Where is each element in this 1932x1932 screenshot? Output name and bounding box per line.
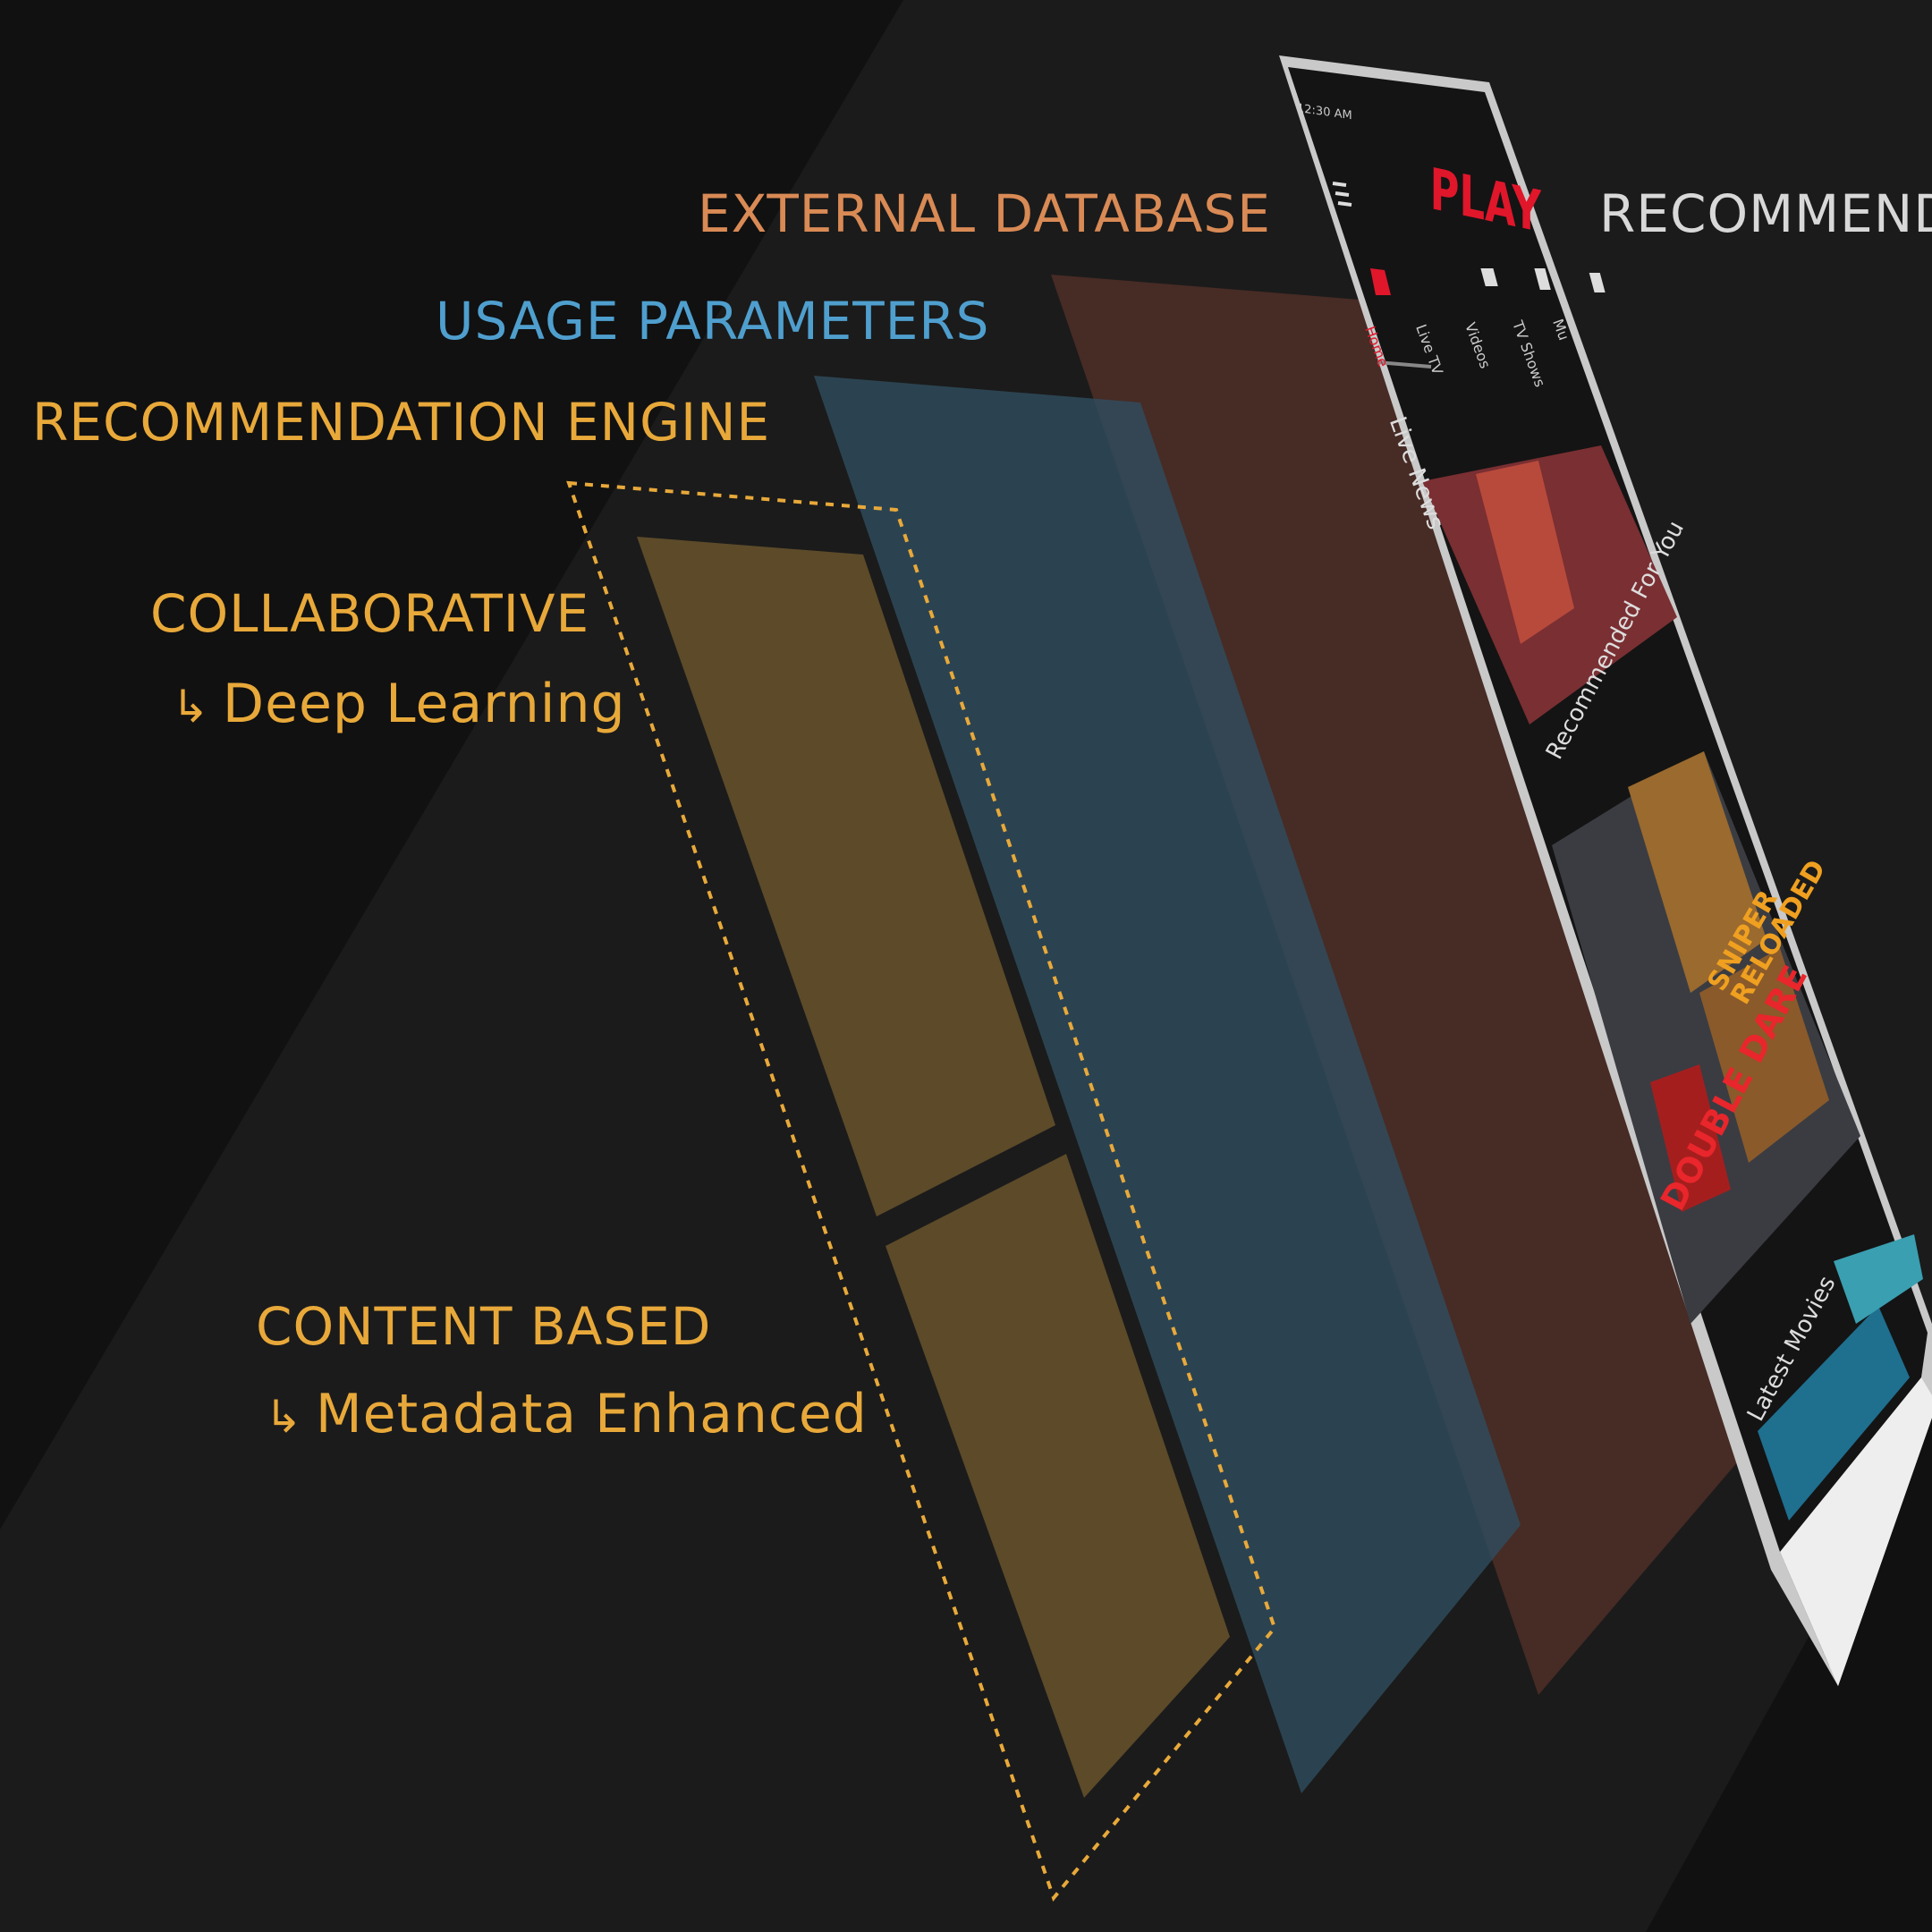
phone-bottom-light	[1780, 1377, 1932, 1686]
recommended-thumb-red	[1650, 1064, 1731, 1212]
label-recommendation-engine: RECOMMENDATION ENGINE	[32, 392, 771, 453]
content-based-block	[886, 1154, 1230, 1798]
videos-icon	[1534, 268, 1551, 290]
phone-mockup	[1279, 55, 1932, 1686]
recommended-thumbnails	[1552, 751, 1860, 1324]
home-icon	[1370, 268, 1391, 295]
menu-icon	[1332, 182, 1352, 207]
label-recommend-right: RECOMMEND	[1599, 183, 1932, 244]
label-content-based: CONTENT BASED	[256, 1296, 712, 1357]
recommended-thumb-3	[1699, 948, 1829, 1163]
label-metadata-row: ↳Metadata Enhanced	[265, 1383, 868, 1445]
external-database-layer	[1051, 275, 1749, 1695]
usage-parameters-layer	[814, 376, 1521, 1793]
background-dark-wedge	[0, 0, 903, 1530]
recommendation-engine-outline	[566, 480, 1277, 1902]
collaborative-block	[637, 537, 1055, 1216]
tab-underline	[1377, 360, 1432, 369]
return-arrow-icon: ↳	[172, 681, 210, 733]
label-deep-learning: Deep Learning	[222, 673, 626, 735]
label-usage-parameters: USAGE PARAMETERS	[436, 291, 990, 352]
recommended-thumb-2	[1628, 751, 1767, 993]
tv-shows-icon	[1589, 273, 1606, 292]
label-deep-learning-row: ↳Deep Learning	[172, 673, 626, 735]
label-collaborative: COLLABORATIVE	[150, 583, 590, 644]
latest-movies-thumbnails	[1758, 1306, 1910, 1521]
live-news-thumb-2	[1476, 461, 1574, 644]
label-external-database: EXTERNAL DATABASE	[698, 183, 1271, 244]
live-tv-icon	[1480, 268, 1498, 286]
return-arrow-icon: ↳	[265, 1391, 303, 1443]
latest-movies-thumb-2	[1834, 1234, 1923, 1324]
label-metadata-enhanced: Metadata Enhanced	[315, 1383, 868, 1445]
